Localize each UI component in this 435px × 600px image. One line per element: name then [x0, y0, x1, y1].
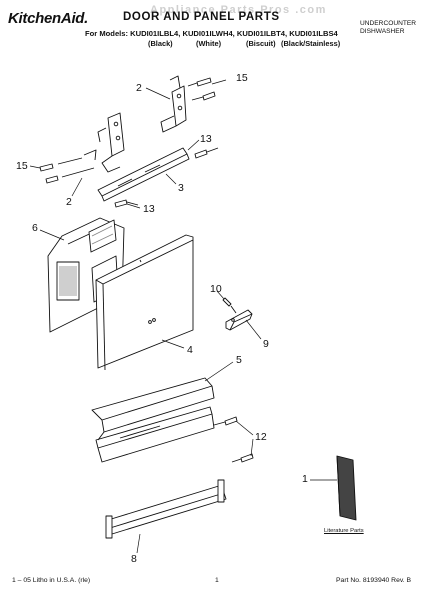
left-door-bracket — [83, 112, 125, 173]
screw-10 — [222, 297, 237, 314]
models-line: For Models: KUDI01ILBL4, KUDI01ILWH4, KU… — [85, 29, 338, 38]
callout-2-right-bracket: 2 — [136, 82, 142, 94]
callout-3: 3 — [178, 182, 184, 194]
brand-logo: KitchenAid. — [8, 10, 89, 27]
callout-12: 12 — [255, 431, 267, 443]
callout-2-left-bracket: 2 — [66, 196, 72, 208]
callout-8: 8 — [131, 553, 137, 565]
kick-plate — [105, 479, 227, 539]
screw-15-left — [39, 157, 95, 184]
footer-litho: 1 – 05 Litho in U.S.A. (rle) — [12, 577, 91, 584]
callout-15-top: 15 — [236, 72, 248, 84]
outer-door-panel — [95, 234, 194, 371]
screws-12 — [213, 416, 254, 463]
callout-5: 5 — [236, 354, 242, 366]
footer-part-number: Part No. 8193940 Rev. B — [336, 577, 412, 584]
literature-parts-label: Literature Parts — [324, 528, 364, 534]
product-type-line1: UNDERCOUNTER — [360, 20, 417, 27]
callout-1: 1 — [302, 473, 308, 485]
callout-9: 9 — [263, 338, 269, 350]
color-black-stainless: (Black/Stainless) — [281, 39, 341, 48]
footer-page-number: 1 — [215, 577, 219, 584]
color-biscuit: (Biscuit) — [246, 39, 276, 48]
color-white: (White) — [196, 39, 222, 48]
color-black: (Black) — [148, 39, 173, 48]
door-cross-bar — [97, 147, 190, 202]
callout-13-bottom: 13 — [143, 203, 155, 215]
leader-lines — [29, 79, 337, 554]
product-type-line2: DISHWASHER — [360, 28, 405, 35]
literature-booklet-icon — [336, 455, 357, 521]
screw-13-right — [194, 147, 219, 159]
page-title: DOOR AND PANEL PARTS — [123, 11, 280, 23]
toe-panel — [91, 377, 215, 463]
callout-15-left: 15 — [16, 160, 28, 172]
right-door-bracket — [160, 75, 187, 133]
watermark: Appliance Parts Pros .com — [150, 4, 327, 16]
screw-13-bottom — [114, 199, 139, 208]
callout-6: 6 — [32, 222, 38, 234]
callout-10: 10 — [210, 283, 222, 295]
callout-13-right: 13 — [200, 133, 212, 145]
callout-4: 4 — [187, 344, 193, 356]
screw-15-top — [187, 77, 216, 101]
door-handle — [225, 309, 253, 331]
